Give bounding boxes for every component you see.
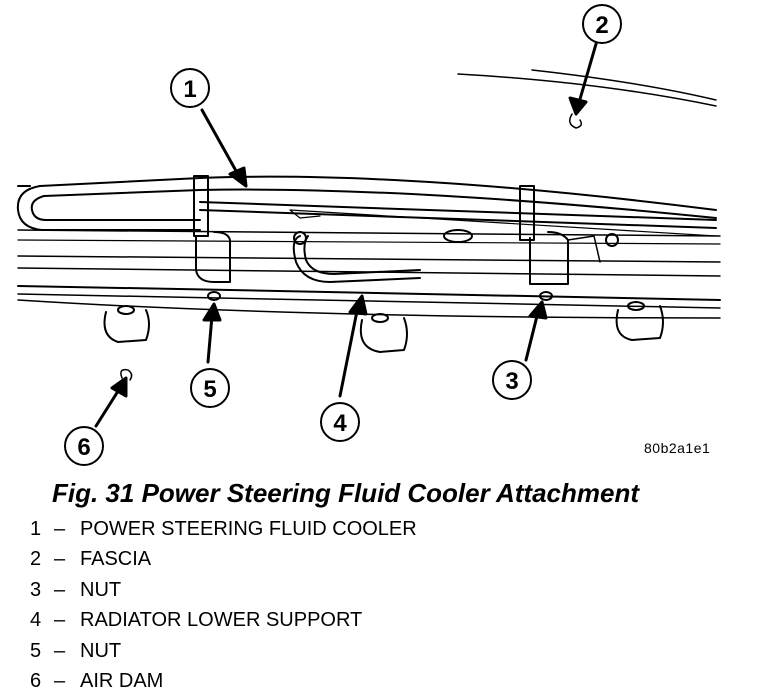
legend-item: 1–POWER STEERING FLUID COOLER [30,514,417,545]
legend-number: 3 [30,579,54,602]
cooler-tube-drawing [18,176,716,284]
callout-2: 2 [583,5,621,43]
legend-item: 2–FASCIA [30,545,417,576]
legend-label: FASCIA [80,548,151,571]
legend-dash: – [54,670,80,693]
legend-number: 1 [30,518,54,541]
legend-label: POWER STEERING FLUID COOLER [80,518,417,541]
callout-5-number: 5 [203,376,216,403]
cooler-attachment-illustration: 1 2 3 4 5 6 [0,0,768,470]
legend-item: 6–AIR DAM [30,667,417,697]
callout-4: 4 [321,403,359,441]
callout-3-number: 3 [505,368,518,395]
legend-label: NUT [80,579,121,602]
legend-dash: – [54,609,80,632]
callout-4-number: 4 [333,410,347,437]
legend-number: 5 [30,640,54,663]
legend-number: 4 [30,609,54,632]
callout-5: 5 [191,369,229,407]
legend-dash: – [54,579,80,602]
legend-number: 6 [30,670,54,693]
radiator-lower-support-drawing [18,186,720,318]
callout-1: 1 [171,69,209,107]
legend-dash: – [54,548,80,571]
legend-item: 4–RADIATOR LOWER SUPPORT [30,606,417,637]
callout-2-number: 2 [595,12,608,39]
callout-6: 6 [65,427,103,465]
figure-caption: Fig. 31 Power Steering Fluid Cooler Atta… [52,478,639,509]
legend-label: AIR DAM [80,670,163,693]
legend-item: 3–NUT [30,575,417,606]
image-code: 80b2a1e1 [644,440,710,456]
callout-6-number: 6 [77,434,90,461]
legend-label: NUT [80,640,121,663]
legend-label: RADIATOR LOWER SUPPORT [80,609,362,632]
legend-number: 2 [30,548,54,571]
legend-dash: – [54,518,80,541]
callout-3: 3 [493,361,531,399]
callout-1-number: 1 [183,76,196,103]
air-dam-drawing [105,302,664,352]
legend-list: 1–POWER STEERING FLUID COOLER 2–FASCIA 3… [30,514,417,697]
legend-item: 5–NUT [30,636,417,667]
legend-dash: – [54,640,80,663]
